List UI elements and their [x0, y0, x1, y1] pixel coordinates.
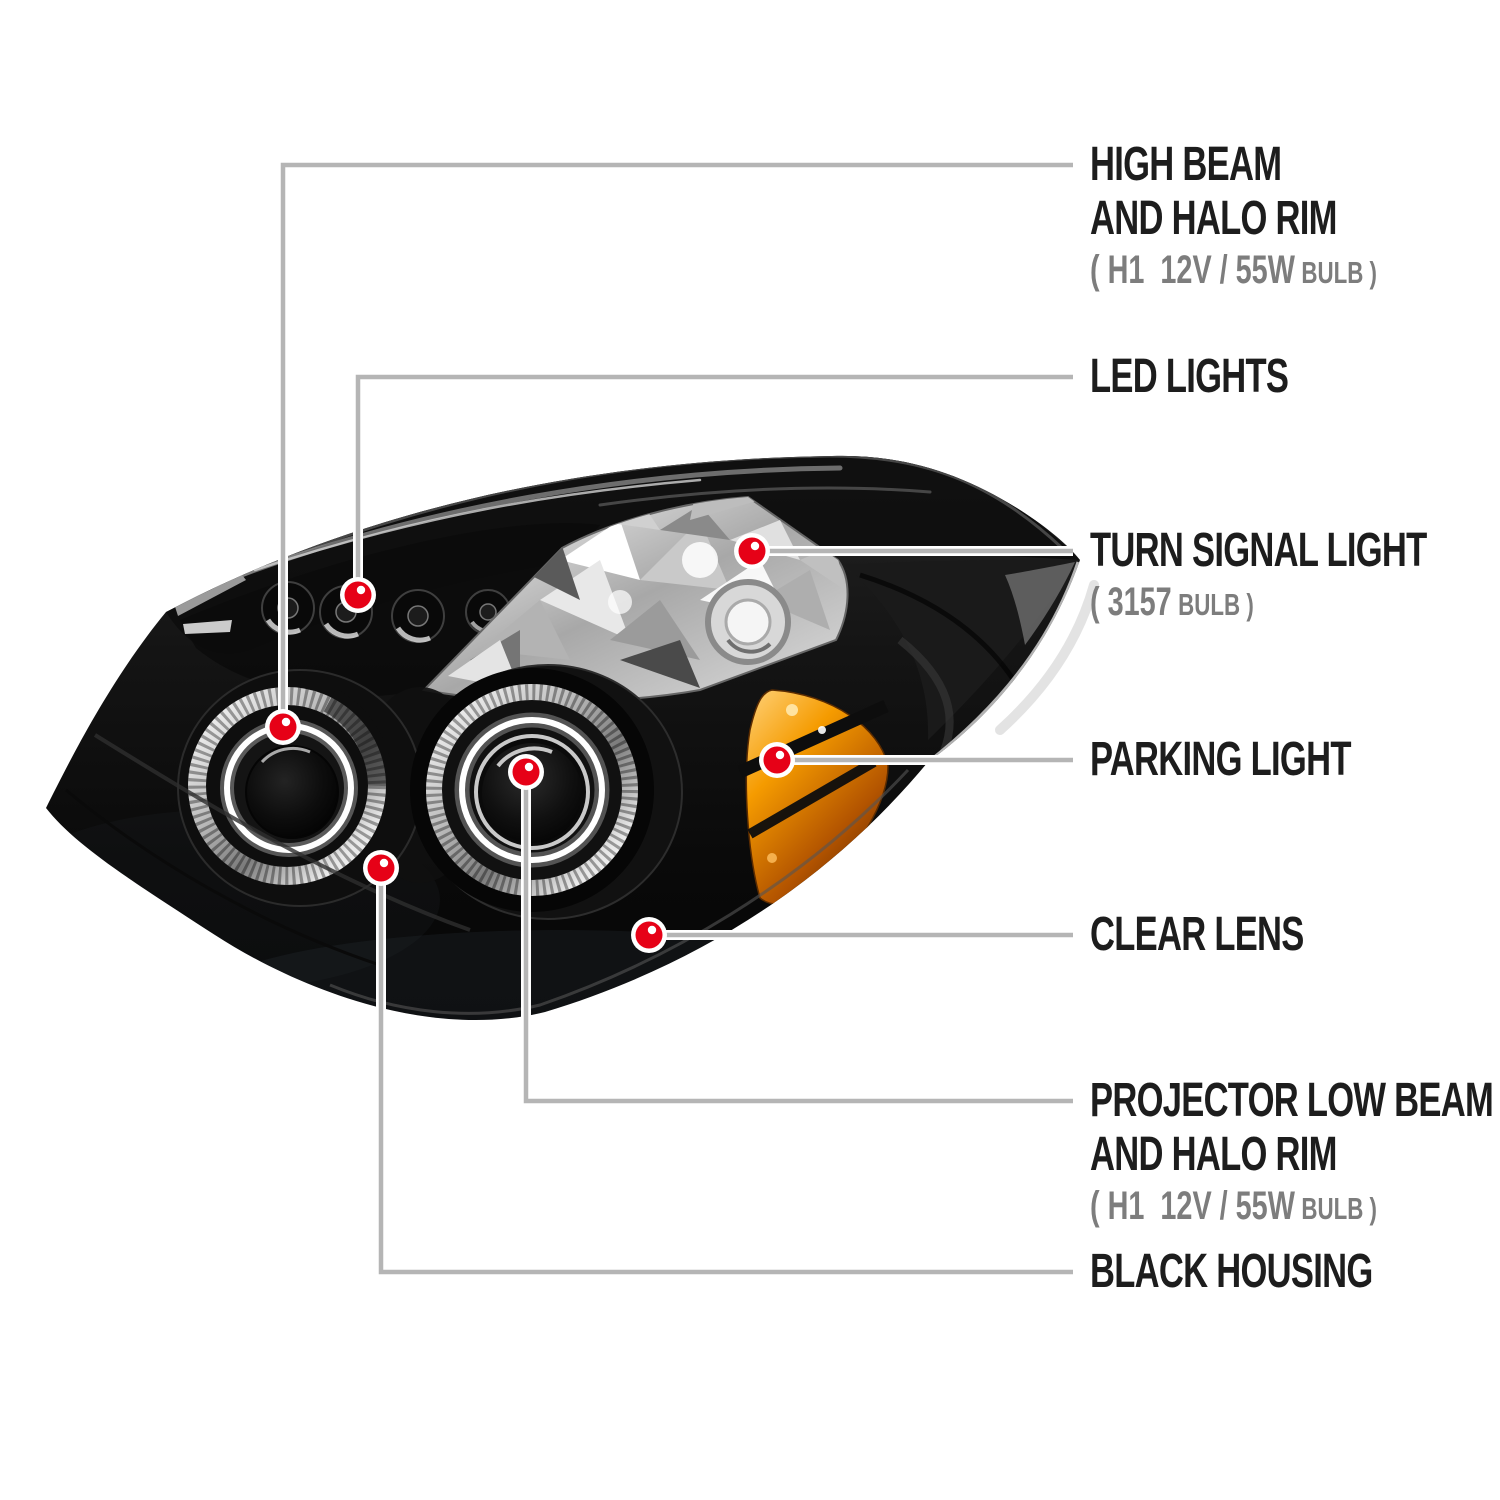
callout-line-high-beam	[278, 160, 1073, 727]
parking-light-reflector	[737, 689, 889, 905]
label-high-beam-line2: AND HALO RIM	[1090, 192, 1337, 245]
dot-clear-lens	[631, 917, 667, 953]
label-black-housing-line1: BLACK HOUSING	[1090, 1245, 1373, 1298]
label-projector-low-beam: PROJECTOR LOW BEAM AND HALO RIM ( H1 12V…	[1090, 1074, 1500, 1231]
label-clear-lens-line1: CLEAR LENS	[1090, 908, 1304, 961]
bulb-spec-small: BULB )	[1301, 255, 1377, 290]
bulb-spec-main: ( 3157	[1090, 580, 1172, 624]
high-beam-projector	[177, 669, 423, 907]
dot-led	[340, 577, 376, 613]
callout-dots	[265, 533, 795, 953]
callout-line-black-housing	[376, 868, 1073, 1277]
bulb-spec-small: BULB )	[1301, 1191, 1377, 1226]
bulb-spec-main: ( H1 12V / 55W	[1090, 248, 1295, 292]
label-high-beam-line1: HIGH BEAM	[1090, 138, 1282, 191]
dot-parking	[759, 742, 795, 778]
callout-line-led	[353, 372, 1073, 595]
dot-projector	[508, 754, 544, 790]
label-projector-line2: AND HALO RIM	[1090, 1128, 1337, 1181]
dot-turn-signal	[734, 533, 770, 569]
label-clear-lens: CLEAR LENS	[1090, 908, 1387, 962]
label-projector-line1: PROJECTOR LOW BEAM	[1090, 1074, 1494, 1127]
callout-line-projector	[521, 772, 1073, 1106]
callout-lines	[278, 160, 1073, 1277]
bulb-spec-main: ( H1 12V / 55W	[1090, 1184, 1295, 1228]
bulb-spec-small: BULB )	[1178, 587, 1254, 622]
dot-black-housing	[363, 850, 399, 886]
label-led-lights: LED LIGHTS	[1090, 350, 1365, 404]
edge-reflection	[995, 580, 1099, 735]
label-parking-light-line1: PARKING LIGHT	[1090, 733, 1351, 786]
label-led-lights-line1: LED LIGHTS	[1090, 350, 1289, 403]
label-black-housing: BLACK HOUSING	[1090, 1245, 1482, 1299]
label-turn-signal-line1: TURN SIGNAL LIGHT	[1090, 524, 1427, 577]
dot-high-beam	[265, 709, 301, 745]
label-parking-light: PARKING LIGHT	[1090, 733, 1452, 787]
low-beam-projector	[410, 664, 683, 920]
